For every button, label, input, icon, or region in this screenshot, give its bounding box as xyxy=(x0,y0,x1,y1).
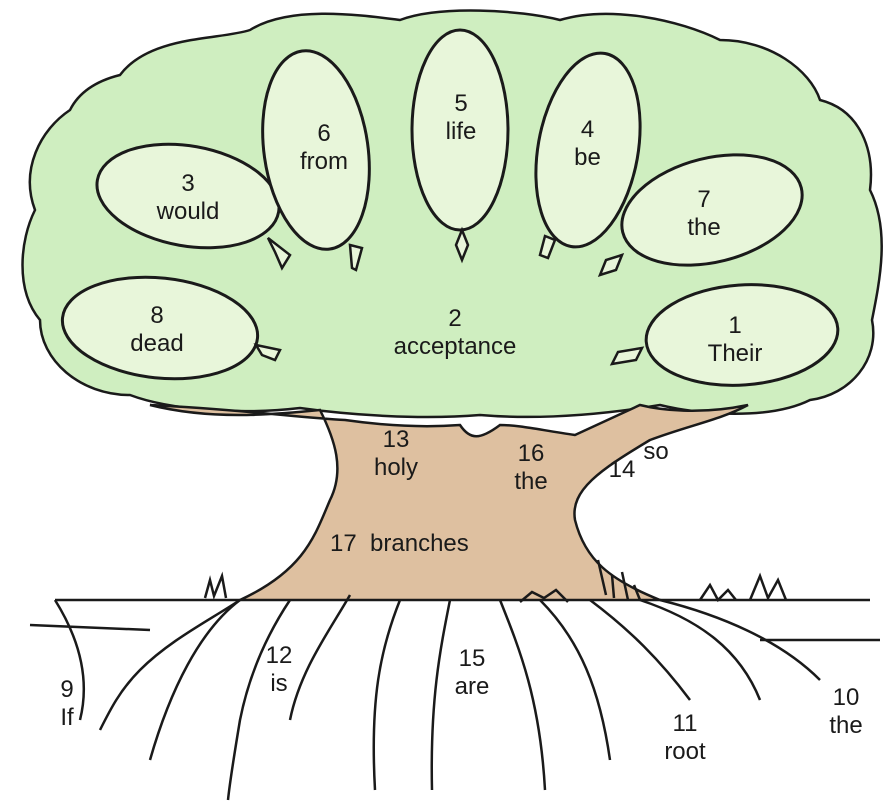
root-label-10: 10 the xyxy=(816,684,876,740)
leaf-label-5: 5 life xyxy=(425,90,497,146)
label-word: be xyxy=(550,144,625,172)
leaf-label-3: 3 would xyxy=(138,170,238,226)
root-label-11: 11 root xyxy=(652,710,718,766)
label-word: root xyxy=(652,738,718,766)
label-word: the xyxy=(496,468,566,496)
trunk-label-13: 13 holy xyxy=(356,426,436,482)
label-number: 12 xyxy=(252,642,306,670)
label-number: 7 xyxy=(664,186,744,214)
label-word: Their xyxy=(690,340,780,368)
label-number: 1 xyxy=(690,312,780,340)
label-number: 13 xyxy=(356,426,436,454)
label-number: 11 xyxy=(652,710,718,738)
label-word: the xyxy=(664,214,744,242)
label-number: 5 xyxy=(425,90,497,118)
roots xyxy=(55,595,820,800)
label-number: 16 xyxy=(496,440,566,468)
trunk-label-16: 16 the xyxy=(496,440,566,496)
label-word: is xyxy=(252,670,306,698)
label-word: life xyxy=(425,118,497,146)
label-word: would xyxy=(138,198,238,226)
leaf-label-8: 8 dead xyxy=(112,302,202,358)
label-number: 9 xyxy=(44,676,90,704)
label-number: 2 xyxy=(370,305,540,333)
leaf-label-1: 1 Their xyxy=(690,312,780,368)
label-word: If xyxy=(44,704,90,732)
label-number: 4 xyxy=(550,116,625,144)
label-word: from xyxy=(284,148,364,176)
leaf-label-4: 4 be xyxy=(550,116,625,172)
root-label-15: 15 are xyxy=(442,645,502,701)
root-label-9: 9 If xyxy=(44,676,90,732)
canopy-label-2: 2 acceptance xyxy=(370,305,540,361)
label-number: 3 xyxy=(138,170,238,198)
label-word: dead xyxy=(112,330,202,358)
label-number: 6 xyxy=(284,120,364,148)
label-word: branches xyxy=(370,530,469,557)
leaf-label-6: 6 from xyxy=(284,120,364,176)
label-word: holy xyxy=(356,454,436,482)
label-number: 15 xyxy=(442,645,502,673)
label-number: 17 xyxy=(330,530,357,557)
trunk-label-14-word: so xyxy=(636,438,676,466)
label-word: the xyxy=(816,712,876,740)
root-label-12: 12 is xyxy=(252,642,306,698)
label-word: so xyxy=(636,438,676,466)
label-number: 8 xyxy=(112,302,202,330)
tree-trunk xyxy=(150,405,748,600)
label-word: are xyxy=(442,673,502,701)
label-word: acceptance xyxy=(370,333,540,361)
leaf-label-7: 7 the xyxy=(664,186,744,242)
trunk-label-17: 17 branches xyxy=(330,530,505,558)
label-number: 10 xyxy=(816,684,876,712)
